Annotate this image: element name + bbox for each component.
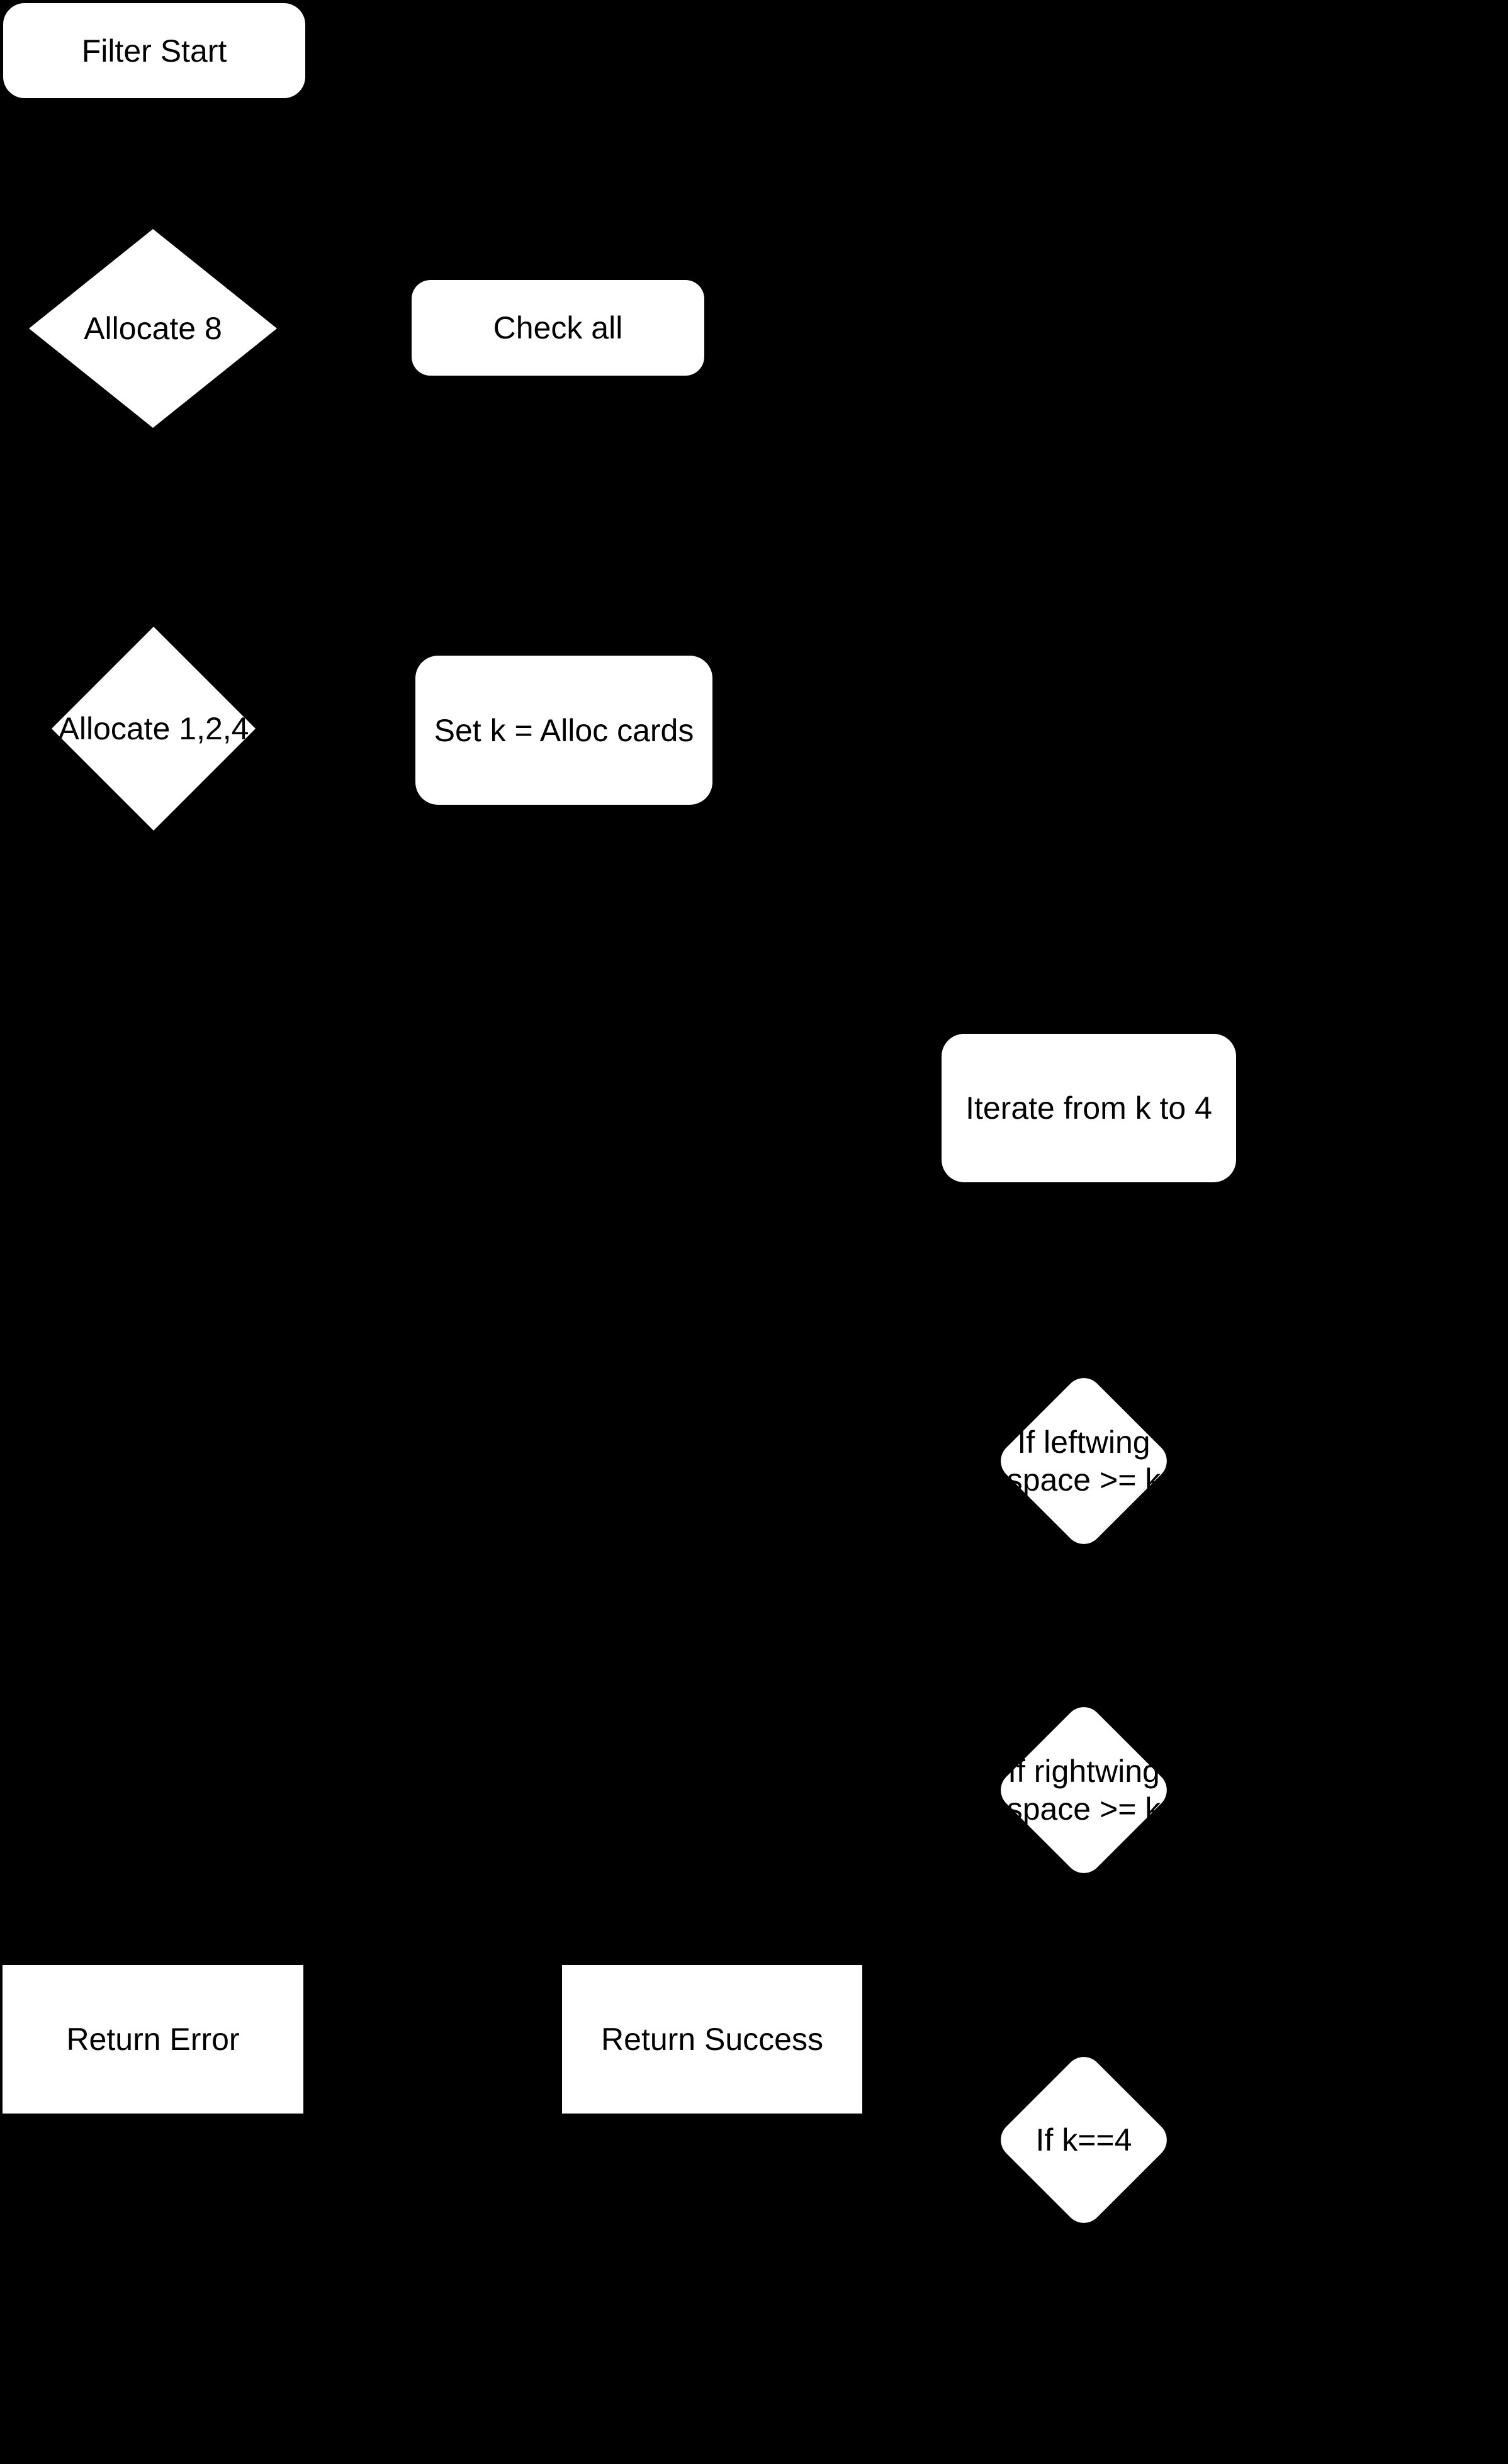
node-if-rightwing-decision: If rightwing space >= k (993, 1699, 1175, 1881)
node-if-k-equals-4-label: If k==4 (1035, 2122, 1132, 2158)
node-if-rightwing-label: If rightwing space >= k (1006, 1754, 1161, 1827)
node-if-leftwing-label: If leftwing space >= k (1006, 1425, 1161, 1498)
node-check-all: Check all (412, 280, 704, 376)
node-return-error-label: Return Error (66, 2022, 240, 2057)
node-allocate-1-2-4-label: Allocate 1,2,4 (58, 711, 249, 746)
node-if-leftwing-decision: If leftwing space >= k (993, 1370, 1175, 1552)
node-return-success: Return Success (562, 1965, 862, 2114)
node-allocate-8-decision: Allocate 8 (29, 229, 277, 428)
node-iterate-k-to-4-label: Iterate from k to 4 (965, 1090, 1212, 1126)
node-filter-start: Filter Start (3, 3, 305, 98)
node-return-success-label: Return Success (601, 2022, 823, 2057)
node-allocate-1-2-4-decision: Allocate 1,2,4 (52, 627, 256, 831)
node-return-error: Return Error (3, 1965, 303, 2114)
node-if-k-equals-4-decision: If k==4 (993, 2049, 1175, 2231)
node-iterate-k-to-4: Iterate from k to 4 (942, 1034, 1236, 1182)
node-set-k-label: Set k = Alloc cards (434, 712, 694, 748)
node-check-all-label: Check all (493, 310, 623, 345)
node-filter-start-label: Filter Start (81, 33, 227, 69)
node-set-k: Set k = Alloc cards (415, 656, 712, 805)
node-allocate-8-label: Allocate 8 (84, 311, 222, 346)
